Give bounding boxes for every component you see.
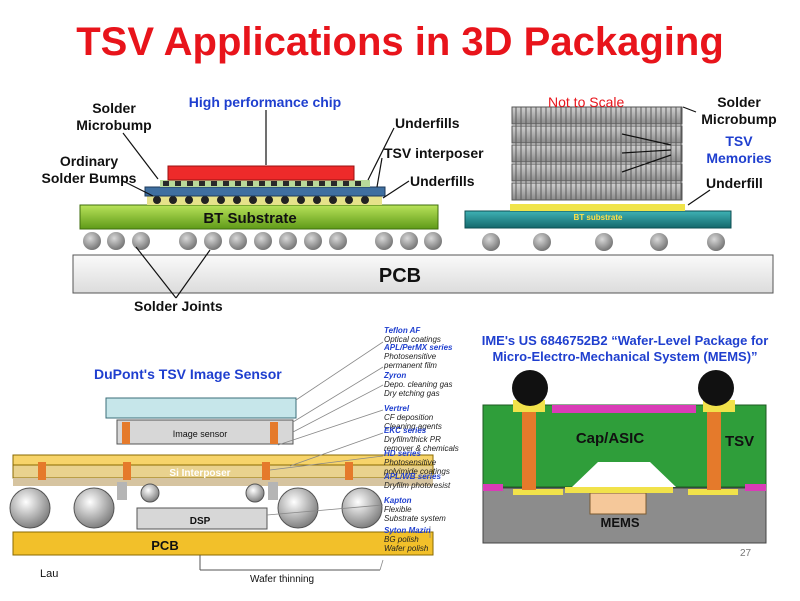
label-dsp: DSP: [189, 516, 211, 527]
label-si-interposer: Si Interposer: [169, 468, 231, 479]
label-tsv-interposer: TSV interposer: [384, 145, 484, 161]
label-solder-joints: Solder Joints: [134, 298, 223, 314]
material-name: Vertrel: [384, 404, 410, 413]
material-desc: Photosensitive polyimide coatings: [384, 458, 450, 476]
label-tsv: TSV: [725, 433, 755, 450]
mems-drawing: [482, 370, 767, 544]
underfill-bottom: [147, 196, 382, 205]
memory-stack: [511, 106, 683, 201]
label-high-performance-chip: High performance chip: [188, 94, 342, 110]
microbumps: [163, 181, 361, 186]
label-pcb: PCB: [378, 265, 422, 287]
label-solder-microbump-left: Solder Microbump: [76, 100, 152, 133]
material-name: Syton Mazin: [384, 526, 431, 535]
material-name: APL/WB series: [384, 472, 441, 481]
material-desc: CF deposition Cleaning agents: [384, 413, 442, 431]
label-ime-title: IME's US 6846752B2 “Wafer-Level Package …: [481, 333, 769, 364]
label-pcb-sensor: PCB: [151, 538, 179, 553]
sensor-drawing: [9, 397, 434, 571]
label-mems: MEMS: [600, 515, 640, 530]
material-desc: BG polish Wafer polish: [384, 535, 429, 553]
label-ordinary-solder-bumps: Ordinary Solder Bumps: [41, 153, 137, 186]
material-desc: Depo. cleaning gas Dry etching gas: [384, 380, 453, 398]
solder-balls-right: [482, 233, 725, 251]
label-author: Lau: [40, 568, 59, 580]
material-name: HD series: [384, 449, 421, 458]
label-solder-microbump-right: Solder Microbump: [701, 94, 777, 127]
label-dupont-title: DuPont's TSV Image Sensor: [94, 366, 282, 382]
label-tsv-memories: TSV Memories: [706, 133, 772, 166]
label-wafer-thinning: Wafer thinning: [250, 574, 315, 585]
label-cap-asic: Cap/ASIC: [575, 430, 645, 447]
material-desc: Flexible Substrate system: [384, 505, 446, 523]
tsv-stripes: [515, 107, 682, 200]
sensor-leaders: [266, 341, 431, 571]
pcb-board: [72, 254, 774, 294]
slide-number: 27: [740, 548, 752, 559]
label-underfills-top: Underfills: [395, 115, 460, 131]
material-desc: Optical coatings: [384, 335, 441, 344]
material-desc: Photosensitive permanent film: [384, 352, 437, 370]
label-underfill-right: Underfill: [706, 175, 763, 191]
top-leaders: [120, 106, 711, 299]
label-not-to-scale: Not to Scale: [548, 94, 625, 110]
material-name: EKC series: [384, 426, 427, 435]
underfill-right: [510, 204, 685, 211]
label-bt-substrate: BT Substrate: [203, 210, 297, 227]
label-bt-substrate-right: BT substrate: [573, 213, 623, 222]
material-name: APL/PerMX series: [384, 343, 453, 352]
tsv-interposer: [144, 186, 386, 197]
material-name: Zyron: [384, 371, 407, 380]
label-image-sensor: Image sensor: [172, 429, 228, 439]
material-name: Teflon AF: [384, 326, 421, 335]
material-desc: Dryfilm/thick PR remover & chemicals: [384, 435, 459, 453]
material-desc: Dryfilm photoresist: [384, 481, 451, 490]
solder-balls-left: [83, 232, 442, 250]
label-underfills-bottom: Underfills: [410, 173, 475, 189]
high-performance-chip: [167, 165, 355, 181]
material-name: Kapton: [384, 496, 412, 505]
slide-title: TSV Applications in 3D Packaging: [76, 20, 724, 64]
ordinary-bumps: [153, 196, 369, 204]
